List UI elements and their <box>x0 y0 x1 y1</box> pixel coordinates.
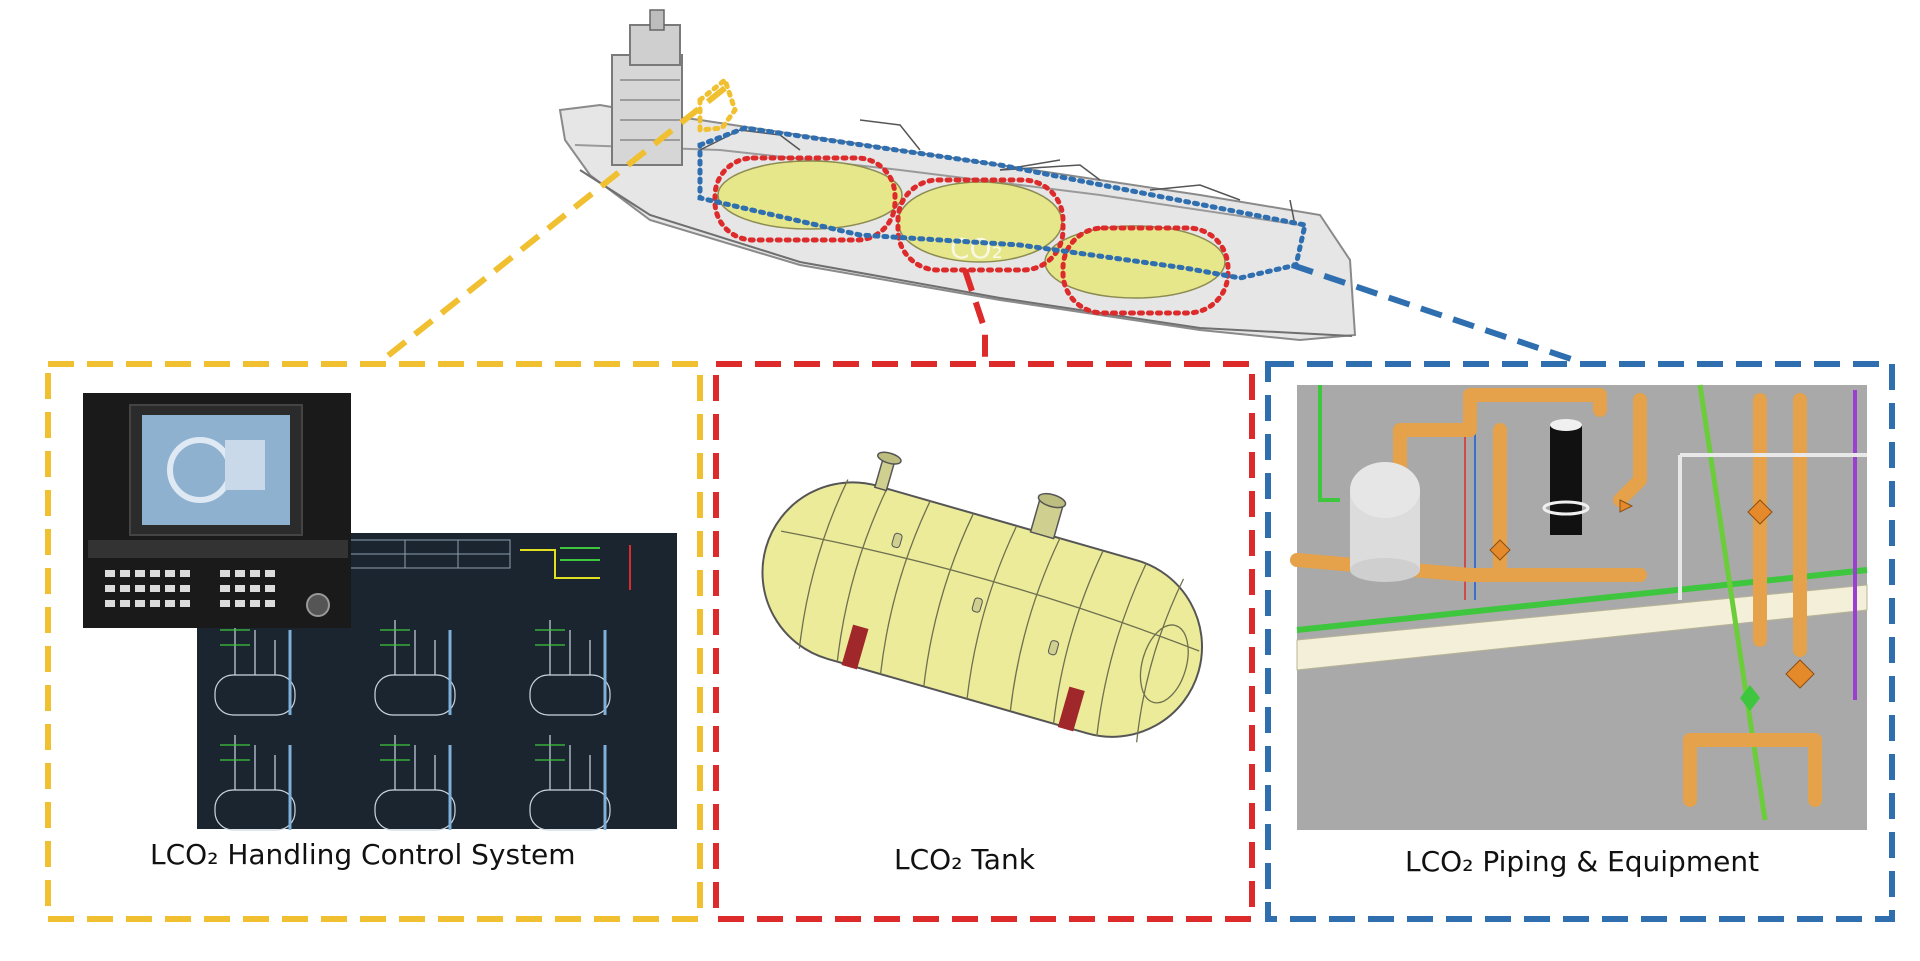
control-highlight-outline <box>697 75 738 133</box>
connector-lines <box>378 85 1581 365</box>
hull-co2-label: CO₂ <box>950 232 1003 265</box>
tank-caption: LCO₂ Tank <box>894 843 1035 876</box>
piping-panel-frame <box>1265 361 1895 922</box>
piping-3d-render <box>1290 384 1868 830</box>
tank-3d-render <box>761 451 1204 743</box>
piping-caption: LCO₂ Piping & Equipment <box>1405 845 1760 878</box>
control-panel-frame <box>45 361 703 922</box>
control-console-photo <box>83 393 351 628</box>
tank-connector <box>962 269 988 362</box>
piping-connector <box>1291 262 1581 365</box>
ship-illustration: CO₂ <box>558 9 1357 342</box>
piping-highlight-outline <box>697 125 1309 281</box>
tank-highlight-outline <box>712 155 1231 316</box>
control-system-caption: LCO₂ Handling Control System <box>150 838 576 871</box>
control-connector <box>378 85 727 365</box>
